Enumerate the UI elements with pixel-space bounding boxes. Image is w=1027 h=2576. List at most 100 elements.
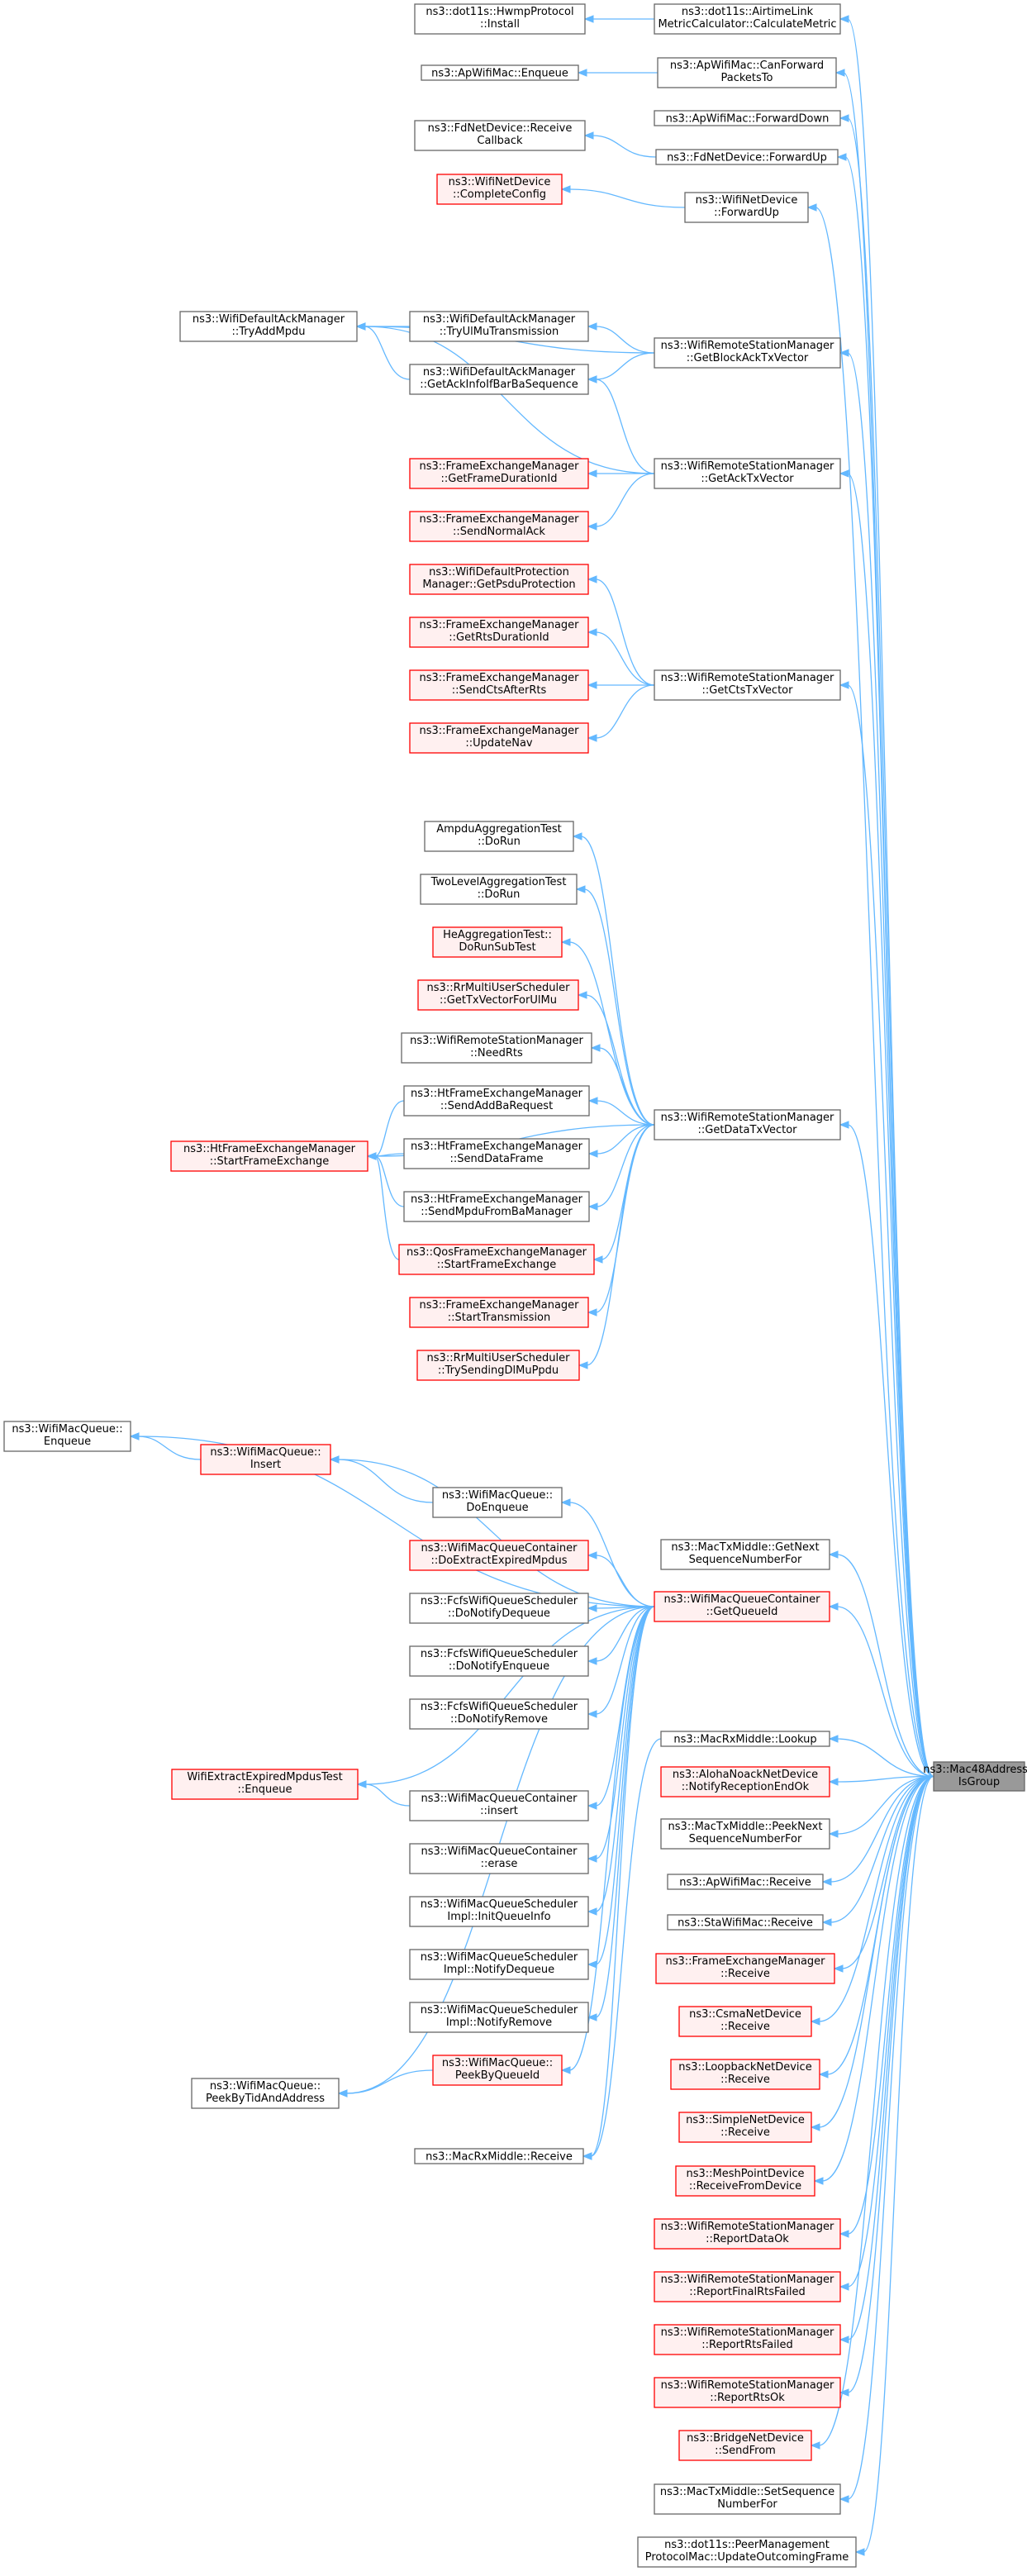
node-fem-sendnormalack[interactable]: ns3::FrameExchangeManager::SendNormalAck [409, 511, 589, 542]
node-simple-receive[interactable]: ns3::SimpleNetDevice::Receive [678, 2112, 812, 2143]
node-rsm-reportdataok[interactable]: ns3::WifiRemoteStationManager::ReportDat… [654, 2218, 841, 2250]
edge-arrowhead [355, 322, 366, 331]
node-fem-updatenav[interactable]: ns3::FrameExchangeManager::UpdateNav [409, 722, 589, 754]
node-label-line: ::DoRun [478, 836, 521, 848]
node-peermgmt-update[interactable]: ns3::dot11s::PeerManagementProtocolMac::… [637, 2536, 857, 2568]
node-label-line: ns3::FrameExchangeManager [419, 1299, 579, 1312]
node-label-line: ProtocolMac::UpdateOutcomingFrame [645, 2551, 849, 2564]
node-mesh-receivefrom[interactable]: ns3::MeshPointDevice::ReceiveFromDevice [675, 2165, 815, 2197]
node-csma-receive[interactable]: ns3::CsmaNetDevice::Receive [678, 2006, 812, 2037]
edge-path [841, 1775, 934, 1969]
node-sta-receive[interactable]: ns3::StaWifiMac::Receive [667, 1914, 824, 1931]
node-root: ns3::Mac48Address::IsGroup [923, 1761, 1027, 1792]
node-rsm-needrts[interactable]: ns3::WifiRemoteStationManager::NeedRts [401, 1032, 592, 1064]
node-wmqc-insert[interactable]: ns3::WifiMacQueueContainer::insert [409, 1790, 589, 1821]
node-ap-enqueue[interactable]: ns3::ApWifiMac::Enqueue [421, 64, 579, 81]
node-wmq-enqueue[interactable]: ns3::WifiMacQueue::Enqueue [3, 1421, 131, 1452]
node-box [654, 1109, 841, 1140]
node-wqs-initqueue[interactable]: ns3::WifiMacQueueSchedulerImpl::InitQueu… [409, 1896, 589, 1927]
node-fem-starttx[interactable]: ns3::FrameExchangeManager::StartTransmis… [409, 1297, 589, 1328]
edge-path [595, 379, 655, 474]
edge-arrowhead [839, 2283, 849, 2291]
node-wifi-completeconfig[interactable]: ns3::WifiNetDevice::CompleteConfig [436, 174, 563, 205]
node-htfem-sendmpdu[interactable]: ns3::HtFrameExchangeManager::SendMpduFro… [403, 1191, 590, 1222]
node-fem-getframedur[interactable]: ns3::FrameExchangeManager::GetFrameDurat… [409, 458, 589, 489]
node-label-line: ns3::FrameExchangeManager [419, 672, 579, 684]
edge-sta-receive-to-root [821, 1775, 934, 1926]
node-fem-receive[interactable]: ns3::FrameExchangeManager::Receive [655, 1953, 835, 1984]
node-wifiexp-enqueue[interactable]: WifiExtractExpiredMpdusTest::Enqueue [171, 1769, 359, 1800]
edge-wmqc-getqueueid-to-root [828, 1602, 934, 1778]
node-dam-getackinfo[interactable]: ns3::WifiDefaultAckManager::GetAckInfoIf… [409, 364, 589, 395]
node-qosfem-startfe[interactable]: ns3::QosFrameExchangeManager::StartFrame… [398, 1244, 595, 1275]
edge-wifi-completeconfig-to-wifi-forwardup [560, 185, 686, 208]
node-label-line: ::DoNotifyDequeue [448, 1607, 550, 1620]
node-box [654, 1591, 830, 1622]
edge-arrowhead [813, 2177, 824, 2185]
node-rsm-getack[interactable]: ns3::WifiRemoteStationManager::GetAckTxV… [654, 458, 841, 489]
node-twolevel-dorun[interactable]: TwoLevelAggregationTest::DoRun [420, 874, 578, 905]
node-htfem-senddata[interactable]: ns3::HtFrameExchangeManager::SendDataFra… [403, 1138, 590, 1169]
edge-arrowhead [821, 1918, 832, 1926]
node-fcfs-donrem[interactable]: ns3::FcfsWifiQueueScheduler::DoNotifyRem… [409, 1698, 589, 1730]
node-mactx-getnext[interactable]: ns3::MacTxMiddle::GetNextSequenceNumberF… [660, 1539, 830, 1570]
node-rrmu-gettxvector[interactable]: ns3::RrMultiUserScheduler::GetTxVectorFo… [417, 979, 579, 1011]
node-fcfs-dondeq[interactable]: ns3::FcfsWifiQueueScheduler::DoNotifyDeq… [409, 1593, 589, 1624]
node-htfem-sendaddba[interactable]: ns3::HtFrameExchangeManager::SendAddBaRe… [403, 1085, 590, 1117]
node-wqs-notifydeq[interactable]: ns3::WifiMacQueueSchedulerImpl::NotifyDe… [409, 1949, 589, 1980]
edge-rsm-getack-to-root [839, 469, 934, 1778]
node-macrx-receive[interactable]: ns3::MacRxMiddle::Receive [414, 2148, 584, 2164]
node-airtime-calc[interactable]: ns3::dot11s::AirtimeLinkMetricCalculator… [654, 3, 841, 35]
node-wmq-doenqueue[interactable]: ns3::WifiMacQueue::DoEnqueue [432, 1487, 563, 1518]
node-ampdu-dorun[interactable]: AmpduAggregationTest::DoRun [424, 821, 574, 852]
node-dpm-getpsdu[interactable]: ns3::WifiDefaultProtectionManager::GetPs… [409, 564, 589, 595]
node-fd-forwardup[interactable]: ns3::FdNetDevice::ForwardUp [655, 149, 839, 165]
node-rsm-getdata[interactable]: ns3::WifiRemoteStationManager::GetDataTx… [654, 1109, 841, 1140]
node-fem-sendcts[interactable]: ns3::FrameExchangeManager::SendCtsAfterR… [409, 669, 589, 701]
node-dam-tryulmu[interactable]: ns3::WifiDefaultAckManager::TryUlMuTrans… [409, 311, 589, 342]
node-label-line: ::DoExtractExpiredMpdus [430, 1555, 567, 1567]
node-rsm-reportrtsfailed[interactable]: ns3::WifiRemoteStationManager::ReportRts… [654, 2324, 841, 2355]
node-hwmp-install[interactable]: ns3::dot11s::HwmpProtocol::Install [414, 3, 586, 35]
node-fem-getrtsdur[interactable]: ns3::FrameExchangeManager::GetRtsDuratio… [409, 617, 589, 648]
node-loopback-receive[interactable]: ns3::LoopbackNetDevice::Receive [670, 2059, 820, 2090]
edge-arrowhead [828, 1602, 839, 1611]
node-rsm-getblockack[interactable]: ns3::WifiRemoteStationManager::GetBlockA… [654, 337, 841, 369]
node-wmqc-getqueueid[interactable]: ns3::WifiMacQueueContainer::GetQueueId [654, 1591, 830, 1622]
node-dam-tryaddmpdu[interactable]: ns3::WifiDefaultAckManager::TryAddMpdu [179, 311, 358, 342]
node-wmq-peekbyqueueid[interactable]: ns3::WifiMacQueue::PeekByQueueId [432, 2055, 563, 2086]
node-aloha-notify[interactable]: ns3::AlohaNoackNetDevice::NotifyReceptio… [660, 1766, 830, 1797]
node-wmq-peekbytid[interactable]: ns3::WifiMacQueue::PeekByTidAndAddress [191, 2078, 340, 2109]
node-ap-receive[interactable]: ns3::ApWifiMac::Receive [667, 1874, 824, 1890]
node-wmqc-doextract[interactable]: ns3::WifiMacQueueContainer::DoExtractExp… [409, 1540, 589, 1571]
node-label-line: ns3::FcfsWifiQueueScheduler [421, 1595, 578, 1607]
node-fcfs-donenq[interactable]: ns3::FcfsWifiQueueScheduler::DoNotifyEnq… [409, 1645, 589, 1677]
node-rrmu-trysending[interactable]: ns3::RrMultiUserScheduler::TrySendingDlM… [416, 1350, 580, 1381]
node-label-line: ns3::WifiDefaultProtection [429, 566, 569, 579]
node-mactx-peeknext[interactable]: ns3::MacTxMiddle::PeekNextSequenceNumber… [660, 1818, 830, 1850]
node-wmq-insert[interactable]: ns3::WifiMacQueue::Insert [200, 1444, 331, 1475]
edge-arrowhead [834, 69, 845, 77]
node-macrx-lookup[interactable]: ns3::MacRxMiddle::Lookup [660, 1731, 830, 1747]
node-bridge-sendfrom[interactable]: ns3::BridgeNetDevice::SendFrom [678, 2430, 812, 2461]
node-heagg-dorunsub[interactable]: HeAggregationTest::DoRunSubTest [432, 926, 563, 958]
node-wmqc-erase[interactable]: ns3::WifiMacQueueContainer::erase [409, 1843, 589, 1874]
edge-arrowhead [583, 15, 594, 23]
node-rsm-reportrtsok[interactable]: ns3::WifiRemoteStationManager::ReportRts… [654, 2377, 841, 2408]
edge-path [595, 1606, 655, 1965]
node-box [654, 2271, 841, 2302]
node-label-line: ns3::WifiRemoteStationManager [661, 340, 834, 352]
node-label-line: ::ReceiveFromDevice [689, 2180, 801, 2193]
edge-arrowhead [587, 2013, 597, 2021]
node-wifi-forwardup[interactable]: ns3::WifiNetDevice::ForwardUp [684, 192, 809, 223]
node-box [654, 458, 841, 489]
node-rsm-getcts[interactable]: ns3::WifiRemoteStationManager::GetCtsTxV… [654, 669, 841, 701]
node-rsm-reportfinalrts[interactable]: ns3::WifiRemoteStationManager::ReportFin… [654, 2271, 841, 2302]
edge-path [586, 1124, 655, 1366]
node-wqs-notifyrem[interactable]: ns3::WifiMacQueueSchedulerImpl::NotifyRe… [409, 2002, 589, 2033]
node-ap-forwarddown[interactable]: ns3::ApWifiMac::ForwardDown [654, 110, 841, 126]
node-htfem-startfe[interactable]: ns3::HtFrameExchangeManager::StartFrameE… [170, 1140, 368, 1172]
